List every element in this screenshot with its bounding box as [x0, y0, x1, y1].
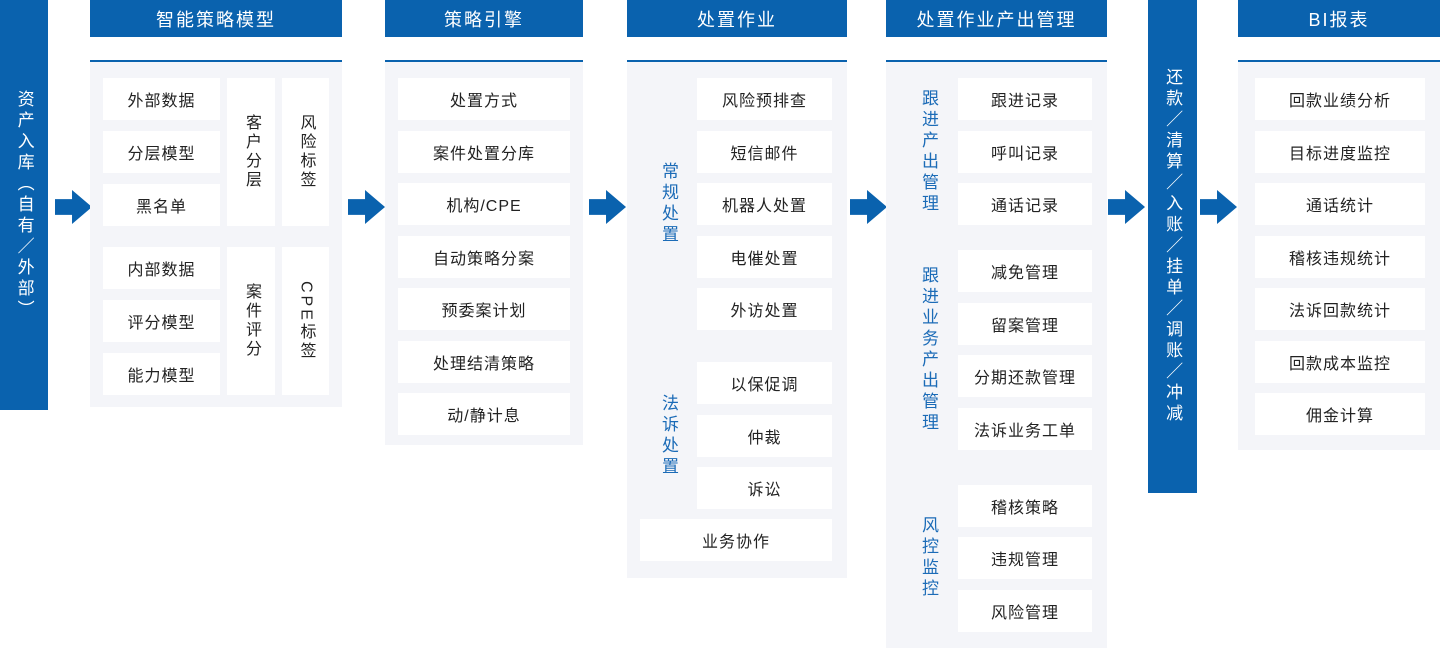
header-rule — [627, 60, 847, 62]
column-title: 策略引擎 — [385, 0, 583, 37]
flow-item: 外部数据 — [103, 78, 220, 120]
column-disposal-operations: 处置作业 常规处置 风险预排查 短信邮件 机器人处置 电催处置 外访处置 法诉处… — [627, 0, 847, 578]
repayment-settlement-bar: 还款／清算／入账／挂单／调账／冲减 — [1148, 0, 1197, 493]
flow-item: 处理结清策略 — [398, 340, 570, 383]
column-title: 处置作业 — [627, 0, 847, 37]
asset-intake-bar: 资产入库（自有／外部） — [0, 0, 48, 410]
column-panel: 回款业绩分析 目标进度监控 通话统计 稽核违规统计 法诉回款统计 回款成本监控 … — [1238, 62, 1440, 450]
flow-item: 机器人处置 — [697, 183, 832, 225]
flow-item-vertical: CPE标签 — [282, 247, 329, 395]
column-panel: 外部数据 分层模型 黑名单 客户分层 风险标签 内部数据 评分模型 能力模型 案… — [90, 62, 342, 407]
flow-item: 动/静计息 — [398, 393, 570, 435]
column-panel: 处置方式 案件处置分库 机构/CPE 自动策略分案 预委案计划 处理结清策略 动… — [385, 62, 583, 445]
header-rule — [90, 60, 342, 62]
column-strategy-engine: 策略引擎 处置方式 案件处置分库 机构/CPE 自动策略分案 预委案计划 处理结… — [385, 0, 583, 445]
section-followup-business-output: 跟进业务产出管理 减免管理 留案管理 分期还款管理 法诉业务工单 — [899, 250, 1092, 450]
model-group: 外部数据 分层模型 黑名单 客户分层 风险标签 — [103, 78, 330, 226]
flow-item-full-width: 业务协作 — [640, 519, 832, 561]
flow-item: 能力模型 — [103, 353, 220, 395]
flow-item: 回款业绩分析 — [1255, 78, 1425, 120]
header-rule — [1238, 60, 1440, 62]
header-rule — [886, 60, 1107, 62]
flow-item: 风险预排查 — [697, 78, 832, 120]
section-label: 风控监控 — [919, 516, 938, 600]
flow-item: 风险管理 — [958, 589, 1092, 632]
column-smart-strategy-model: 智能策略模型 外部数据 分层模型 黑名单 客户分层 风险标签 内部数据 评分模型… — [90, 0, 342, 407]
flow-item: 留案管理 — [958, 302, 1092, 345]
flow-item: 稽核策略 — [958, 484, 1092, 527]
flow-item: 案件处置分库 — [398, 130, 570, 173]
flow-item: 分期还款管理 — [958, 355, 1092, 397]
flow-item: 电催处置 — [697, 235, 832, 278]
flow-item: 评分模型 — [103, 300, 220, 342]
column-bi-reports: BI报表 回款业绩分析 目标进度监控 通话统计 稽核违规统计 法诉回款统计 回款… — [1238, 0, 1440, 450]
flow-item: 佣金计算 — [1255, 393, 1425, 435]
flow-item-vertical: 风险标签 — [282, 78, 329, 226]
flow-item: 诉讼 — [697, 467, 832, 509]
column-title: 智能策略模型 — [90, 0, 342, 37]
flow-item: 通话记录 — [958, 183, 1092, 225]
repayment-settlement-bar-label: 还款／清算／入账／挂单／调账／冲减 — [1163, 68, 1183, 425]
column-panel: 常规处置 风险预排查 短信邮件 机器人处置 电催处置 外访处置 法诉处置 以保促… — [627, 62, 847, 578]
flow-item-vertical: 客户分层 — [227, 78, 275, 226]
section-items: 稽核策略 违规管理 风险管理 — [958, 484, 1092, 632]
section-label: 常规处置 — [659, 162, 678, 246]
column-panel: 跟进产出管理 跟进记录 呼叫记录 通话记录 跟进业务产出管理 减免管理 留案管理… — [886, 62, 1107, 648]
flow-item: 以保促调 — [697, 362, 832, 404]
section-label: 法诉处置 — [659, 393, 678, 478]
flow-arrow — [1108, 190, 1145, 224]
flow-item: 预委案计划 — [398, 288, 570, 330]
model-group: 内部数据 评分模型 能力模型 案件评分 CPE标签 — [103, 247, 330, 395]
flow-item: 外访处置 — [697, 288, 832, 330]
flow-item: 目标进度监控 — [1255, 130, 1425, 173]
flow-item: 处置方式 — [398, 78, 570, 120]
section-risk-monitoring: 风控监控 稽核策略 违规管理 风险管理 — [899, 484, 1092, 632]
column-title: BI报表 — [1238, 0, 1440, 37]
flow-item: 仲裁 — [697, 414, 832, 457]
asset-intake-bar-label: 资产入库（自有／外部） — [14, 89, 34, 321]
column-title: 处置作业产出管理 — [886, 0, 1107, 37]
section-label: 跟进业务产出管理 — [919, 265, 938, 434]
flow-item: 回款成本监控 — [1255, 340, 1425, 383]
flow-item: 通话统计 — [1255, 183, 1425, 225]
flow-arrow — [589, 190, 626, 224]
section-items: 以保促调 仲裁 诉讼 — [697, 362, 832, 509]
flow-item-vertical: 案件评分 — [227, 247, 275, 395]
section-followup-output: 跟进产出管理 跟进记录 呼叫记录 通话记录 — [899, 78, 1092, 225]
section-regular-disposal: 常规处置 风险预排查 短信邮件 机器人处置 电催处置 外访处置 — [640, 78, 832, 330]
flow-item: 内部数据 — [103, 247, 220, 289]
section-legal-disposal: 法诉处置 以保促调 仲裁 诉讼 — [640, 362, 832, 509]
flow-item: 法诉回款统计 — [1255, 288, 1425, 330]
flow-item: 机构/CPE — [398, 183, 570, 225]
flow-item: 减免管理 — [958, 250, 1092, 292]
flow-item: 稽核违规统计 — [1255, 235, 1425, 278]
flow-item: 短信邮件 — [697, 130, 832, 173]
flow-item: 呼叫记录 — [958, 130, 1092, 173]
flow-item: 分层模型 — [103, 131, 220, 173]
section-items: 跟进记录 呼叫记录 通话记录 — [958, 78, 1092, 225]
column-disposal-output-management: 处置作业产出管理 跟进产出管理 跟进记录 呼叫记录 通话记录 跟进业务产出管理 … — [886, 0, 1107, 648]
flow-arrow — [348, 190, 385, 224]
flow-arrow — [1200, 190, 1237, 224]
flow-arrow — [850, 190, 887, 224]
flow-item: 法诉业务工单 — [958, 407, 1092, 450]
section-items: 减免管理 留案管理 分期还款管理 法诉业务工单 — [958, 250, 1092, 450]
header-rule — [385, 60, 583, 62]
flow-item: 黑名单 — [103, 184, 220, 226]
section-label: 跟进产出管理 — [919, 88, 938, 215]
flow-item: 违规管理 — [958, 537, 1092, 579]
flow-arrow — [55, 190, 92, 224]
section-items: 风险预排查 短信邮件 机器人处置 电催处置 外访处置 — [697, 78, 832, 330]
flow-item: 跟进记录 — [958, 78, 1092, 120]
flow-item: 自动策略分案 — [398, 235, 570, 278]
